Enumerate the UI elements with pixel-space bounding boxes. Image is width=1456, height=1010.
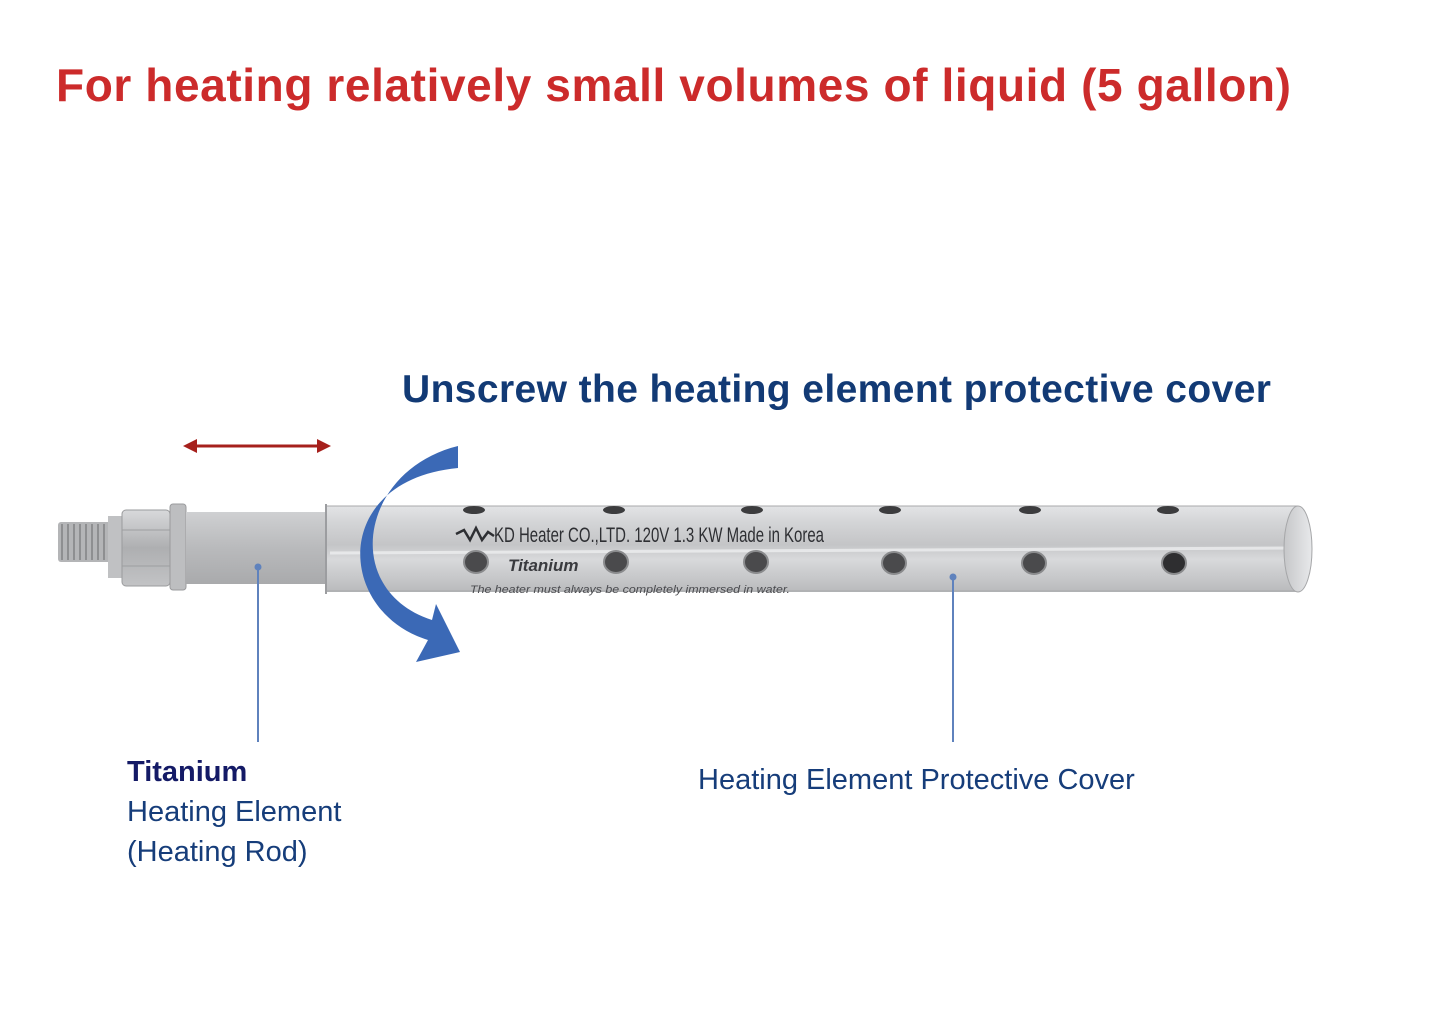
heating-element-line2: (Heating Rod) [127,836,308,868]
protective-cover-tube: KD Heater CO.,LTD. 120V 1.3 KW Made in K… [325,504,1313,596]
unscrew-rotation-arrow-icon [360,446,460,662]
threaded-fitting [58,503,326,591]
engraving-text: KD Heater CO.,LTD. 120V 1.3 KW Made in K… [494,524,824,547]
kd-heater-logo-icon [455,525,495,543]
vent-holes-top [463,506,1179,514]
protective-cover-label: Heating Element Protective Cover [698,764,1135,796]
heating-element-label: Titanium Heating Element (Heating Rod) [127,752,341,872]
warning-engraving: The heater must always be completely imm… [470,584,790,596]
unscrew-instruction: Unscrew the heating element protective c… [402,368,1272,411]
vent-holes-middle [463,550,1187,575]
titanium-mark: Titanium [508,556,579,575]
slide-double-arrow-icon [183,439,331,453]
heating-element-title: Titanium [127,756,248,788]
leader-line-element [254,563,262,742]
heating-element-line1: Heating Element [127,796,342,828]
headline: For heating relatively small volumes of … [56,59,1292,111]
leader-line-cover [949,573,957,742]
